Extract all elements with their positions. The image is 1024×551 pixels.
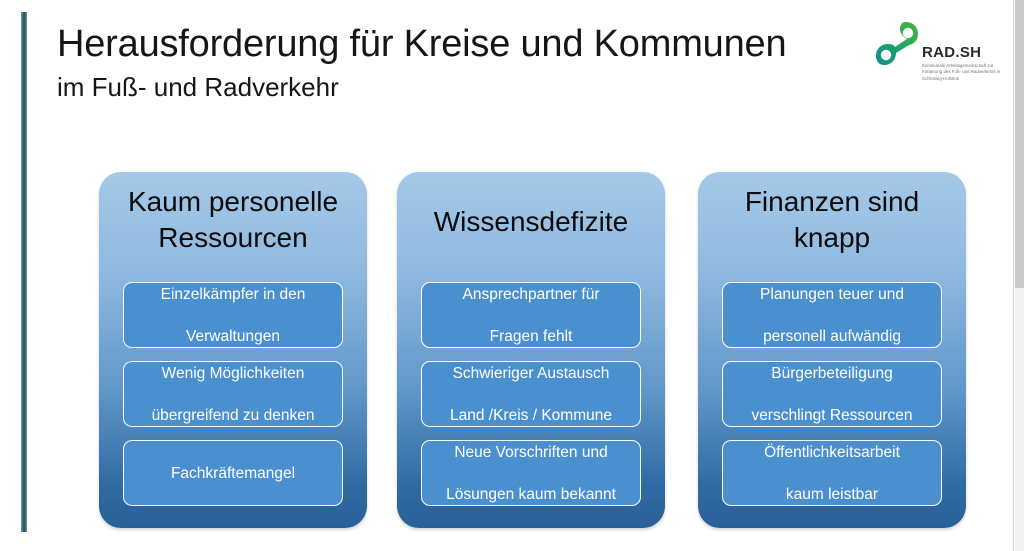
item-line-1: Fachkräftemangel bbox=[170, 464, 296, 482]
card-title: Wissensdefizite bbox=[433, 206, 629, 237]
list-item: Fachkräftemangel bbox=[123, 440, 343, 506]
list-item: Bürgerbeteiligung verschlingt Ressourcen bbox=[722, 361, 942, 427]
card-title: Finanzen sind knapp bbox=[744, 186, 920, 253]
radsh-logo: RAD.SH Kommunale Arbeitsgemeinschaft zur… bbox=[874, 18, 1002, 90]
card-item-list: Ansprechpartner für Fragen fehlt Schwier… bbox=[421, 282, 641, 506]
card-item-list: Planungen teuer und personell aufwändig … bbox=[722, 282, 942, 506]
item-line-2: verschlingt Ressourcen bbox=[751, 406, 913, 424]
item-line-1: Wenig Möglichkeiten bbox=[161, 364, 305, 382]
item-line-2: übergreifend zu denken bbox=[151, 406, 315, 424]
page-frame-right-edge bbox=[1013, 0, 1014, 551]
item-line-1: Schwieriger Austausch bbox=[452, 364, 610, 382]
item-line-2: kaum leistbar bbox=[785, 485, 879, 503]
card-item-list: Einzelkämpfer in den Verwaltungen Wenig … bbox=[123, 282, 343, 506]
card-personnel: Kaum personelle Ressourcen Einzelkämpfer… bbox=[99, 172, 367, 528]
card-group: Kaum personelle Ressourcen Einzelkämpfer… bbox=[99, 172, 979, 528]
logo-wordmark: RAD.SH bbox=[922, 44, 982, 61]
page-subtitle: im Fuß- und Radverkehr bbox=[57, 72, 339, 102]
list-item: Schwieriger Austausch Land /Kreis / Komm… bbox=[421, 361, 641, 427]
list-item: Ansprechpartner für Fragen fehlt bbox=[421, 282, 641, 348]
item-line-2: Fragen fehlt bbox=[489, 327, 573, 345]
list-item: Wenig Möglichkeiten übergreifend zu denk… bbox=[123, 361, 343, 427]
card-knowledge: Wissensdefizite Ansprechpartner für Frag… bbox=[397, 172, 665, 528]
card-finance: Finanzen sind knapp Planungen teuer und … bbox=[698, 172, 966, 528]
slide-header: Herausforderung für Kreise und Kommunen … bbox=[57, 22, 877, 104]
item-line-2: Land /Kreis / Kommune bbox=[450, 406, 612, 424]
list-item: Neue Vorschriften und Lösungen kaum beka… bbox=[421, 440, 641, 506]
item-line-2: Verwaltungen bbox=[186, 327, 280, 345]
item-line-1: Planungen teuer und bbox=[760, 285, 904, 303]
page-title: Herausforderung für Kreise und Kommunen bbox=[57, 23, 787, 65]
list-item: Planungen teuer und personell aufwändig bbox=[722, 282, 942, 348]
list-item: Einzelkämpfer in den Verwaltungen bbox=[123, 282, 343, 348]
item-line-2: personell aufwändig bbox=[763, 327, 901, 345]
item-line-2: Lösungen kaum bekannt bbox=[446, 485, 616, 503]
vertical-scrollbar-thumb[interactable] bbox=[1015, 0, 1024, 288]
item-line-1: Bürgerbeteiligung bbox=[771, 364, 893, 382]
item-line-1: Öffentlichkeitsarbeit bbox=[764, 443, 900, 461]
list-item: Öffentlichkeitsarbeit kaum leistbar bbox=[722, 440, 942, 506]
bicycle-chainlink-icon bbox=[876, 22, 918, 65]
item-line-1: Ansprechpartner für bbox=[462, 285, 600, 303]
card-title: Kaum personelle Ressourcen bbox=[127, 186, 339, 253]
item-line-1: Einzelkämpfer in den bbox=[160, 285, 306, 303]
logo-tagline: Kommunale Arbeitsgemeinschaft zur Förder… bbox=[922, 63, 1001, 81]
item-line-1: Neue Vorschriften und bbox=[454, 443, 608, 461]
left-accent-bar bbox=[21, 12, 27, 532]
